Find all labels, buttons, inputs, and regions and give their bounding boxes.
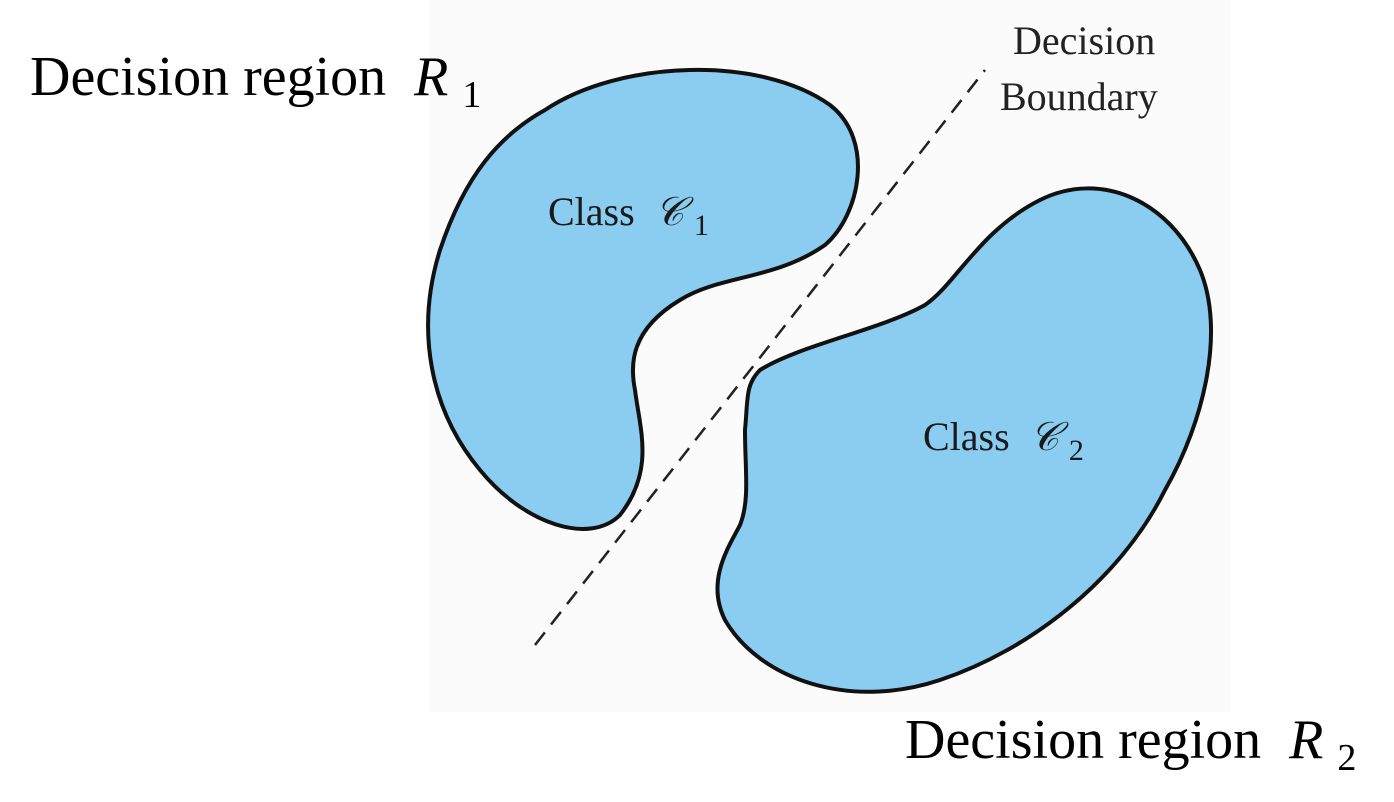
region-1-label: Decision region R 1 [30, 46, 481, 116]
region-2-symbol: R [1288, 709, 1323, 771]
region-2-text: Decision region [905, 709, 1261, 771]
class-2-symbol: 𝒞 [1030, 414, 1069, 459]
region-2-label: Decision region R 2 [905, 709, 1356, 779]
class-1-label: Class 𝒞 1 [548, 189, 709, 242]
boundary-caption-line-1: Decision [1013, 18, 1155, 63]
boundary-caption-line-2: Boundary [1000, 74, 1158, 119]
region-1-text: Decision region [30, 46, 386, 108]
class-1-region [426, 68, 860, 531]
class-2-label: Class 𝒞 2 [923, 414, 1084, 467]
class-2-text: Class [923, 414, 1010, 459]
class-1-symbol: 𝒞 [655, 189, 694, 234]
class-1-text: Class [548, 189, 635, 234]
class-1-subscript: 1 [694, 209, 709, 242]
decision-boundary-line [534, 69, 986, 646]
class-2-subscript: 2 [1069, 434, 1084, 467]
region-1-subscript: 1 [462, 74, 481, 116]
region-1-symbol: R [413, 46, 448, 108]
region-2-subscript: 2 [1337, 737, 1356, 779]
class-2-region [715, 186, 1214, 694]
